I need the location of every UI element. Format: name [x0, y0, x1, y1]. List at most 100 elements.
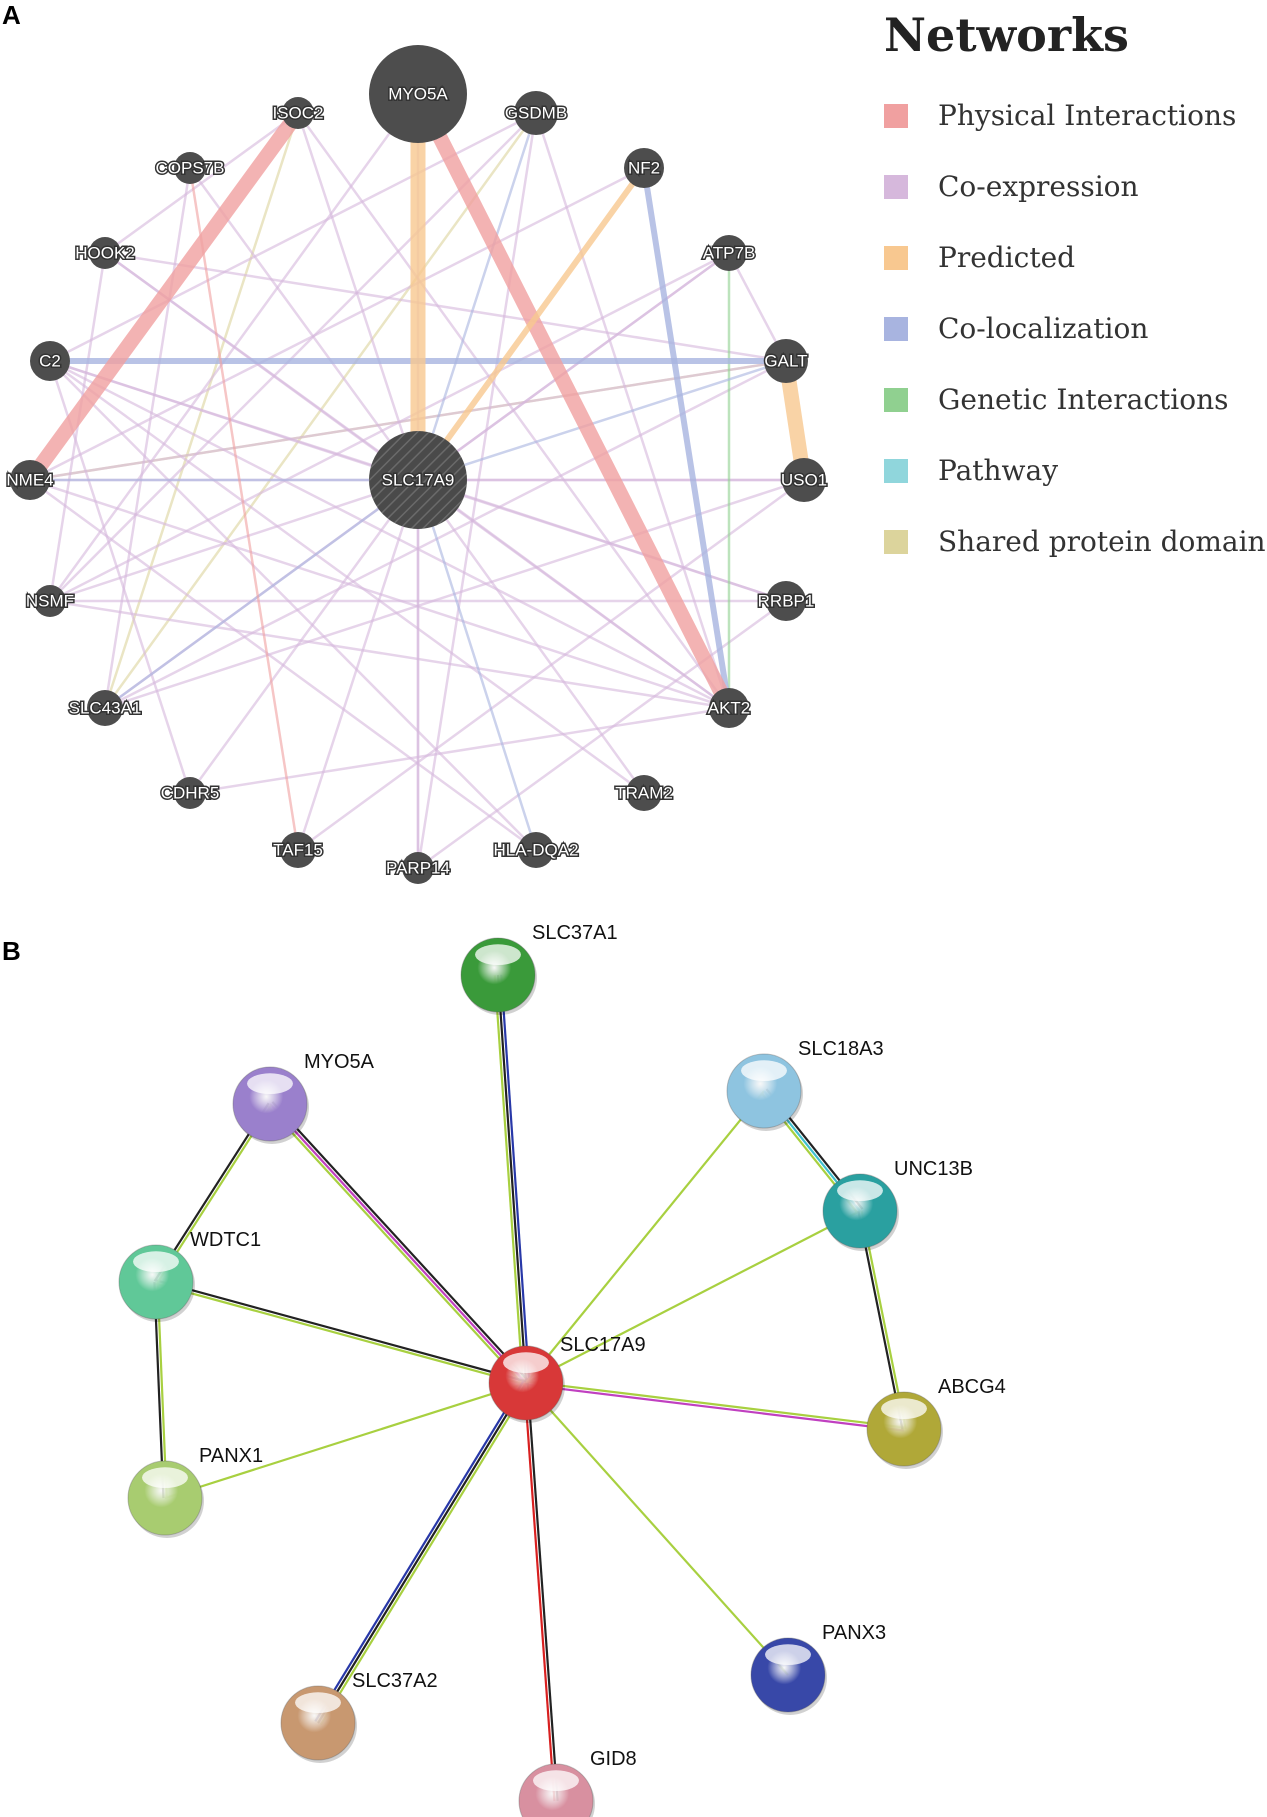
legend-swatch — [884, 458, 908, 483]
protein-node-highlight — [533, 1770, 579, 1792]
gene-node-hook2[interactable]: HOOK2 — [74, 237, 136, 269]
gene-node-taf15[interactable]: TAF15 — [272, 832, 324, 868]
gene-node-circle — [282, 97, 314, 129]
string-edge-line — [266, 1105, 525, 1386]
legend-label: Co-localization — [938, 312, 1149, 345]
edge-c2-akt2 — [48, 359, 731, 710]
gene-node-parp14[interactable]: PARP14 — [385, 852, 451, 884]
gene-node-myo5a[interactable]: MYO5A — [369, 45, 467, 143]
string-edge-slc17a9-slc37a1 — [493, 974, 531, 1384]
gene-node-gsdmb[interactable]: GSDMB — [503, 91, 569, 135]
protein-node-highlight — [741, 1060, 787, 1082]
gene-node-label: SLC43A1 — [69, 699, 142, 718]
edge-gsdmb-slc17a9 — [416, 111, 538, 482]
gene-node-label: C2 — [39, 352, 61, 371]
gene-node-galt[interactable]: GALT — [763, 339, 809, 383]
gene-node-label: ATP7B — [703, 244, 756, 263]
panel-b-label: B — [2, 936, 21, 966]
protein-node-highlight — [295, 1692, 341, 1714]
gene-node-slc43a1[interactable]: SLC43A1 — [67, 690, 143, 726]
string-edge-slc17a9-gid8 — [523, 1382, 559, 1802]
protein-node-label: SLC37A2 — [352, 1670, 438, 1692]
legend-label: Shared protein domains — [938, 525, 1267, 558]
gene-node-nsmf[interactable]: NSMF — [24, 585, 76, 617]
legend-swatch — [884, 316, 908, 341]
edge-galt-slc43a1 — [103, 359, 788, 710]
gene-node-tram2[interactable]: TRAM2 — [614, 775, 674, 811]
protein-node-slc37a1[interactable]: SLC37A1 — [460, 922, 618, 1015]
gene-node-circle — [369, 431, 467, 529]
gene-node-label: RRBP1 — [758, 592, 815, 611]
gene-node-label: TRAM2 — [615, 784, 673, 803]
protein-node-highlight — [503, 1352, 549, 1374]
string-edge-slc17a9-abcg4 — [525, 1380, 905, 1432]
protein-node-label: UNC13B — [894, 1158, 973, 1180]
protein-node-slc17a9[interactable]: SLC17A9 — [488, 1334, 646, 1423]
gene-node-hla-dqa2[interactable]: HLA-DQA2 — [492, 832, 580, 868]
edge-isoc2-slc17a9 — [296, 111, 420, 482]
protein-node-abcg4[interactable]: ABCG4 — [866, 1376, 1006, 1469]
protein-node-slc18a3[interactable]: SLC18A3 — [726, 1038, 884, 1131]
protein-node-wdtc1[interactable]: WDTC1 — [118, 1229, 261, 1322]
edge-nf2-akt2 — [641, 165, 732, 711]
gene-node-circle — [766, 581, 806, 621]
string-edge-line — [523, 1383, 556, 1802]
legend-title: Networks — [884, 8, 1129, 62]
legend-item-predicted: Predicted — [880, 222, 1265, 293]
string-edge-line — [525, 1382, 789, 1676]
string-edge-line — [156, 1279, 527, 1383]
edge-gsdmb-nsmf — [48, 111, 538, 603]
gene-node-label: MYO5A — [388, 85, 448, 104]
gene-node-circle — [10, 460, 50, 500]
protein-node-label: SLC18A3 — [798, 1038, 884, 1060]
gene-node-cops7b[interactable]: COPS7B — [154, 152, 226, 184]
protein-node-panx1[interactable]: PANX1 — [127, 1445, 263, 1538]
protein-node-gid8[interactable]: GID8 — [518, 1748, 637, 1817]
gene-node-slc17a9[interactable]: SLC17A9 — [369, 431, 467, 529]
protein-node-label: MYO5A — [304, 1051, 375, 1073]
legend-item-shared-protein-domains: Shared protein domains — [880, 506, 1267, 577]
gene-node-atp7b[interactable]: ATP7B — [701, 235, 757, 271]
gene-node-label: GSDMB — [505, 104, 567, 123]
gene-node-akt2[interactable]: AKT2 — [706, 688, 752, 728]
string-edge-line — [269, 1103, 527, 1384]
string-edge-slc17a9-panx3 — [525, 1382, 789, 1676]
protein-node-highlight — [475, 944, 521, 966]
gene-node-uso1[interactable]: USO1 — [779, 458, 829, 502]
genemania-edges — [22, 86, 812, 870]
gene-node-isoc2[interactable]: ISOC2 — [271, 97, 325, 129]
edge-slc17a9-hla-dqa2 — [416, 478, 538, 852]
gene-node-c2[interactable]: C2 — [30, 341, 70, 381]
string-edge-line — [500, 974, 531, 1383]
gene-node-cdhr5[interactable]: CDHR5 — [159, 777, 221, 809]
gene-node-label: HLA-DQA2 — [493, 841, 578, 860]
legend-swatch — [884, 387, 908, 412]
edge-isoc2-nme4 — [22, 105, 306, 488]
gene-node-rrbp1[interactable]: RRBP1 — [756, 581, 816, 621]
gene-node-circle — [174, 777, 206, 809]
string-edge-line — [525, 1210, 861, 1384]
protein-node-highlight — [837, 1180, 883, 1202]
protein-node-slc37a2[interactable]: SLC37A2 — [280, 1670, 438, 1763]
protein-node-panx3[interactable]: PANX3 — [750, 1622, 886, 1715]
string-edge-line — [526, 1382, 559, 1801]
legend-item-pathway: Pathway — [880, 435, 1265, 506]
gene-node-circle — [402, 852, 434, 884]
protein-node-myo5a[interactable]: MYO5A — [232, 1051, 375, 1144]
string-edge-slc17a9-myo5a — [266, 1101, 530, 1386]
gene-node-nme4[interactable]: NME4 — [5, 460, 55, 500]
protein-node-unc13b[interactable]: UNC13B — [822, 1158, 973, 1251]
gene-node-circle — [626, 775, 662, 811]
gene-node-label: CDHR5 — [161, 784, 220, 803]
legend-label: Pathway — [938, 454, 1059, 487]
gene-node-label: NME4 — [6, 471, 53, 490]
gene-node-nf2[interactable]: NF2 — [624, 148, 664, 188]
legend-swatch — [884, 174, 908, 199]
gene-node-circle — [174, 152, 206, 184]
gene-node-circle — [709, 688, 749, 728]
legend-item-co-localization: Co-localization — [880, 293, 1265, 364]
edge-gsdmb-parp14 — [416, 111, 538, 870]
edge-slc17a9-tram2 — [416, 478, 646, 795]
